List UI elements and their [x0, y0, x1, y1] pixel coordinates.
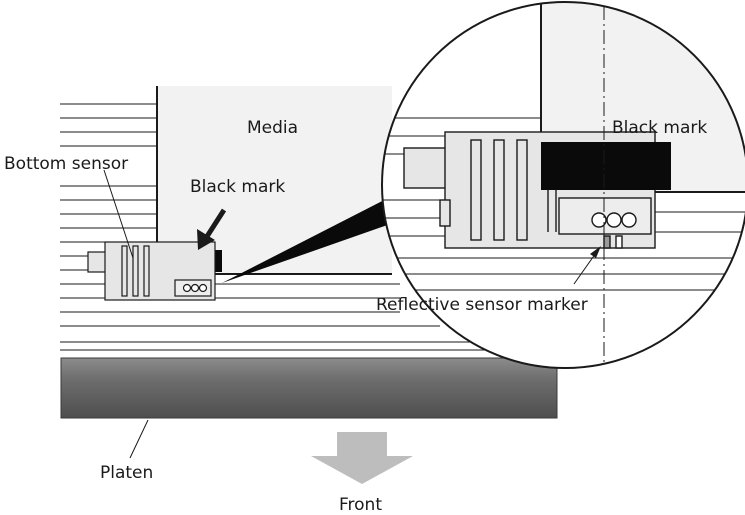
zoom-view: [381, 1, 745, 369]
label-platen: Platen: [100, 463, 153, 483]
zoom-wedge: [222, 196, 396, 283]
front-arrow: [311, 432, 413, 484]
label-media: Media: [247, 118, 298, 138]
bottom-sensor-small: [87, 241, 216, 301]
black-mark-arrow: [197, 208, 227, 250]
label-black-mark: Black mark: [190, 177, 285, 197]
label-front: Front: [339, 495, 382, 515]
label-bottom-sensor: Bottom sensor: [4, 154, 128, 174]
reflective-marker-arrowhead: [590, 246, 601, 258]
label-black-mark-zoom: Black mark: [612, 118, 707, 138]
platen: [60, 357, 558, 419]
label-reflective-sensor-marker: Reflective sensor marker: [376, 295, 588, 315]
black-mark-zoom: [541, 142, 671, 190]
